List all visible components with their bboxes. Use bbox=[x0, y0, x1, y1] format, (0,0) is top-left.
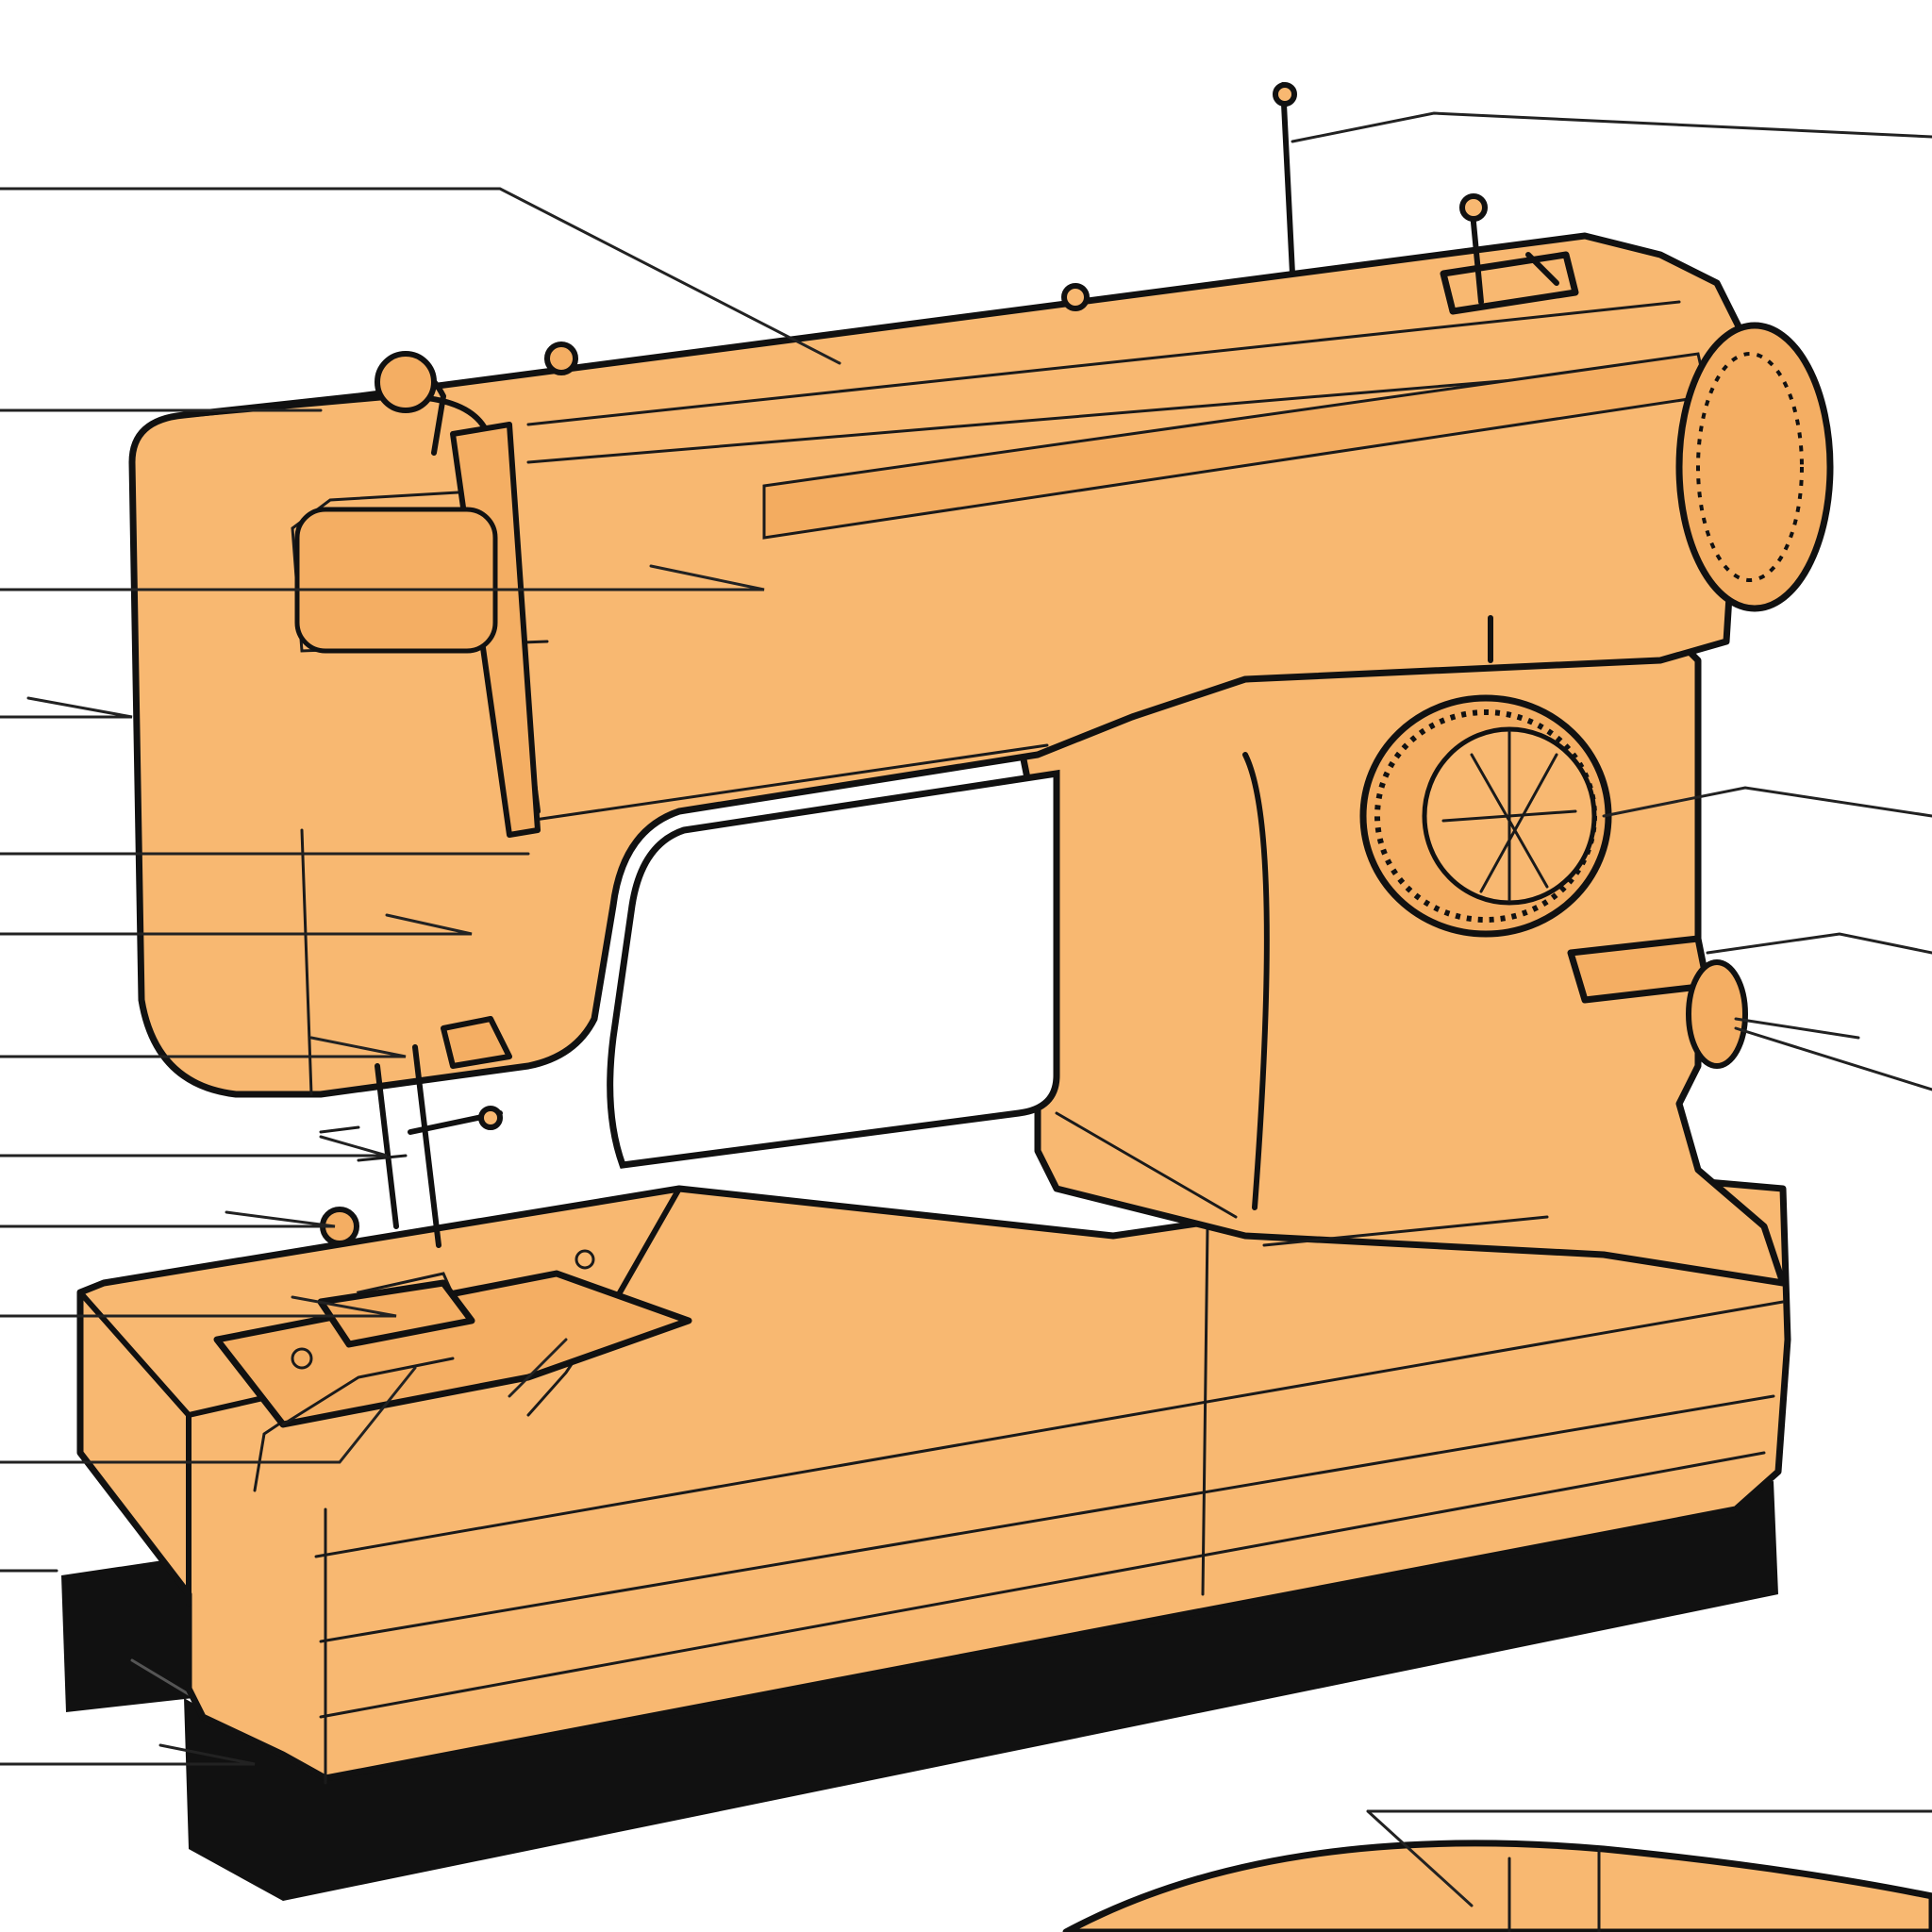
leader-stitch-length bbox=[1734, 1017, 1932, 1091]
reverse-lever bbox=[1567, 935, 1711, 1004]
leader-lines bbox=[0, 111, 1932, 1907]
leader-presser-foot bbox=[0, 1210, 336, 1228]
leader-presser-bar-lifter bbox=[0, 913, 473, 936]
bobbin-winder bbox=[1440, 193, 1579, 315]
leader-top-cover bbox=[0, 187, 841, 365]
leader-base-plate bbox=[0, 1743, 256, 1766]
face-plate-window bbox=[294, 507, 498, 654]
needle-assembly bbox=[317, 1016, 512, 1348]
leader-presser-foot-screw bbox=[0, 1135, 388, 1158]
leader-thread-guide bbox=[0, 564, 765, 591]
machine-base bbox=[61, 1481, 1778, 1901]
spool-pin bbox=[1061, 82, 1297, 311]
leader-face-plate bbox=[0, 696, 133, 719]
leader-needle-plate bbox=[0, 1295, 397, 1318]
leader-reverse-lever bbox=[1706, 932, 1932, 955]
stitch-length-dial bbox=[1686, 959, 1748, 1069]
arm-opening bbox=[607, 769, 1060, 1169]
leader-slide-plate bbox=[0, 1338, 568, 1464]
hand-wheel bbox=[1675, 322, 1834, 612]
leader-spool-pin bbox=[1291, 111, 1932, 143]
detail-inset bbox=[1062, 1840, 1932, 1932]
leader-pattern-selector bbox=[1602, 786, 1932, 818]
leader-needle-clamp bbox=[0, 1036, 407, 1058]
leader-inset bbox=[1366, 1809, 1932, 1907]
needle-plate bbox=[213, 1249, 692, 1428]
